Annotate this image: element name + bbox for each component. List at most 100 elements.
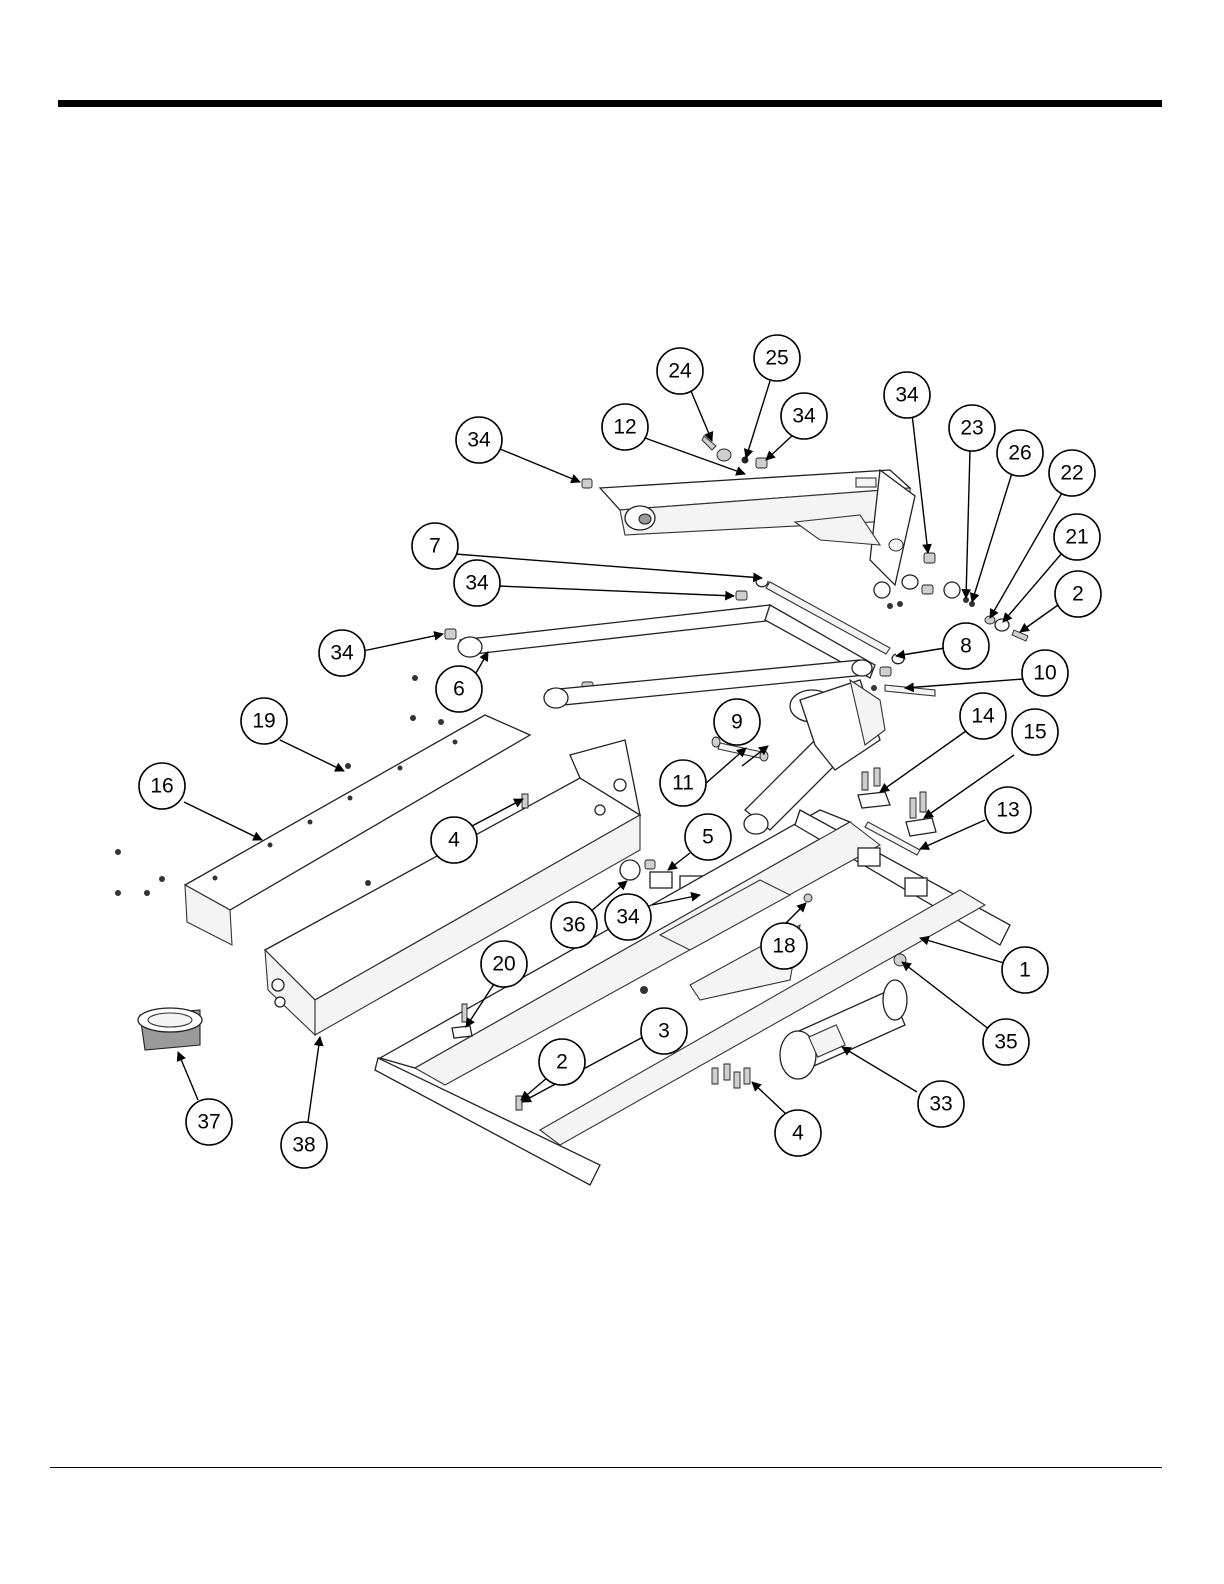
svg-text:11: 11 xyxy=(672,772,694,795)
block-5a xyxy=(650,872,672,888)
svg-text:16: 16 xyxy=(150,775,173,798)
callout-34: 34 xyxy=(605,894,651,940)
svg-text:38: 38 xyxy=(292,1134,315,1157)
callout-19: 19 xyxy=(241,698,287,744)
block-15 xyxy=(906,818,936,836)
svg-text:6: 6 xyxy=(453,678,465,701)
callout-16: 16 xyxy=(139,763,185,809)
bushing-top-right xyxy=(924,553,935,563)
svg-text:34: 34 xyxy=(616,906,640,929)
svg-text:26: 26 xyxy=(1008,442,1031,465)
bushing-top-left xyxy=(582,479,592,488)
callout-15: 15 xyxy=(1012,709,1058,755)
light-37 xyxy=(138,1008,202,1050)
svg-text:23: 23 xyxy=(960,417,983,440)
svg-text:36: 36 xyxy=(562,914,585,937)
callout-3: 3 xyxy=(641,1008,687,1054)
callout-5: 5 xyxy=(685,814,731,860)
callout-12: 12 xyxy=(602,404,648,450)
callout-20: 20 xyxy=(481,941,527,987)
svg-text:35: 35 xyxy=(994,1031,1017,1054)
svg-text:14: 14 xyxy=(971,705,995,728)
svg-text:20: 20 xyxy=(492,953,515,976)
callout-36: 36 xyxy=(551,902,597,948)
svg-text:2: 2 xyxy=(556,1051,568,1074)
svg-text:3: 3 xyxy=(658,1020,670,1043)
callout-2: 2 xyxy=(539,1039,585,1085)
svg-text:1: 1 xyxy=(1019,959,1031,982)
svg-text:18: 18 xyxy=(772,935,795,958)
hardware-21 xyxy=(995,619,1009,631)
callout-37: 37 xyxy=(186,1099,232,1145)
callout-14: 14 xyxy=(960,693,1006,739)
svg-text:4: 4 xyxy=(448,829,460,852)
svg-text:34: 34 xyxy=(465,572,489,595)
svg-text:7: 7 xyxy=(429,535,441,558)
callout-34: 34 xyxy=(781,393,827,439)
svg-text:34: 34 xyxy=(467,429,491,452)
callout-34: 34 xyxy=(456,417,502,463)
callout-13: 13 xyxy=(985,787,1031,833)
callout-23: 23 xyxy=(949,405,995,451)
callout-1: 1 xyxy=(1002,947,1048,993)
callout-24: 24 xyxy=(657,348,703,394)
svg-text:33: 33 xyxy=(929,1093,952,1116)
callout-34: 34 xyxy=(319,630,365,676)
callout-35: 35 xyxy=(983,1019,1029,1065)
screw-2 xyxy=(516,1096,522,1110)
callout-26: 26 xyxy=(997,430,1043,476)
callout-8: 8 xyxy=(943,623,989,669)
callout-21: 21 xyxy=(1054,514,1100,560)
callout-4: 4 xyxy=(431,817,477,863)
callout-34: 34 xyxy=(454,560,500,606)
svg-text:22: 22 xyxy=(1060,462,1083,485)
svg-text:4: 4 xyxy=(792,1122,804,1145)
svg-text:10: 10 xyxy=(1033,662,1056,685)
svg-text:21: 21 xyxy=(1065,526,1088,549)
block-14 xyxy=(858,792,890,808)
part-upper-arm xyxy=(600,470,918,589)
hardware-24 xyxy=(702,436,716,450)
nut-18 xyxy=(804,894,812,902)
callout-22: 22 xyxy=(1049,450,1095,496)
plate-20 xyxy=(452,1026,472,1038)
callout-7: 7 xyxy=(412,523,458,569)
clamp-right xyxy=(944,582,960,598)
callout-34: 34 xyxy=(884,372,930,418)
svg-text:34: 34 xyxy=(895,384,919,407)
svg-text:5: 5 xyxy=(702,826,714,849)
bushing-right-2 xyxy=(922,585,933,594)
callout-18: 18 xyxy=(761,923,807,969)
callout-11: 11 xyxy=(660,760,706,806)
svg-text:25: 25 xyxy=(765,347,788,370)
washer-36 xyxy=(620,860,640,880)
svg-text:15: 15 xyxy=(1023,721,1046,744)
clamp-left xyxy=(874,582,890,598)
svg-text:19: 19 xyxy=(252,710,275,733)
callout-10: 10 xyxy=(1022,650,1068,696)
bushing-top-mid xyxy=(756,458,767,468)
svg-text:34: 34 xyxy=(330,642,354,665)
callout-4: 4 xyxy=(775,1110,821,1156)
callout-25: 25 xyxy=(754,335,800,381)
bushing-10 xyxy=(880,667,891,676)
bushing-7 xyxy=(736,591,747,600)
svg-text:13: 13 xyxy=(996,799,1019,822)
callout-38: 38 xyxy=(281,1122,327,1168)
hardware-25 xyxy=(742,457,749,464)
svg-text:12: 12 xyxy=(613,416,636,439)
callout-2: 2 xyxy=(1055,571,1101,617)
callout-6: 6 xyxy=(436,666,482,712)
svg-text:37: 37 xyxy=(197,1111,220,1134)
svg-text:8: 8 xyxy=(960,635,972,658)
svg-text:9: 9 xyxy=(731,711,743,734)
svg-text:2: 2 xyxy=(1072,583,1084,606)
clip-7 xyxy=(756,577,768,587)
svg-text:34: 34 xyxy=(792,405,816,428)
bushing-6 xyxy=(445,629,456,639)
svg-text:24: 24 xyxy=(668,360,692,383)
hardware-24b xyxy=(717,449,731,461)
bottom-rule xyxy=(50,1467,1162,1468)
callout-33: 33 xyxy=(918,1081,964,1127)
